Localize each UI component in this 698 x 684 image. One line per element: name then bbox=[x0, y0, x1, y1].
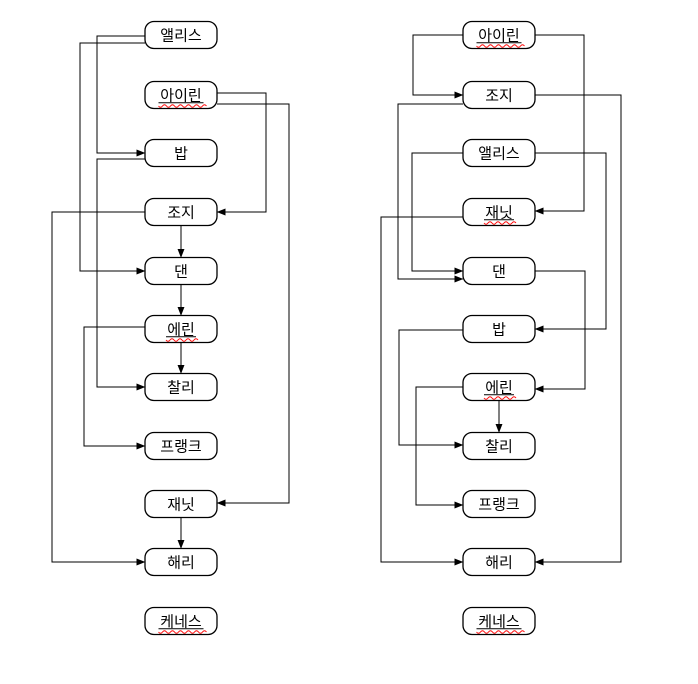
connector-arrow bbox=[96, 35, 146, 157]
spellcheck-squiggle-icon bbox=[476, 44, 525, 48]
connector-arrow bbox=[83, 326, 146, 450]
node-재닛[interactable]: 재닛 bbox=[144, 489, 218, 519]
node-케네스[interactable]: 케네스 bbox=[144, 606, 218, 636]
node-rect[interactable] bbox=[462, 256, 536, 286]
connector-arrow bbox=[534, 270, 586, 393]
node-label: 앨리스 bbox=[160, 28, 202, 45]
connector-arrow bbox=[397, 103, 464, 283]
node-프랭크[interactable]: 프랭크 bbox=[144, 431, 218, 461]
node-rect[interactable] bbox=[462, 606, 536, 636]
node-프랭크[interactable]: 프랭크 bbox=[462, 489, 536, 519]
node-에린[interactable]: 에린 bbox=[462, 372, 536, 402]
connector-arrow bbox=[216, 92, 267, 216]
node-해리[interactable]: 해리 bbox=[144, 547, 218, 577]
node-앨리스[interactable]: 앨리스 bbox=[462, 138, 536, 168]
connector-arrow bbox=[412, 34, 464, 99]
node-label: 댄 bbox=[492, 264, 506, 281]
connector-arrow bbox=[79, 42, 146, 275]
node-rect[interactable] bbox=[144, 138, 218, 168]
node-label: 케네스 bbox=[478, 614, 520, 631]
connector-arrow bbox=[534, 152, 607, 333]
connector-arrow bbox=[415, 386, 464, 509]
node-label: 재닛 bbox=[485, 205, 513, 222]
left-flowchart-connectors bbox=[51, 35, 290, 566]
node-label: 찰리 bbox=[485, 439, 513, 456]
connector-arrow bbox=[398, 329, 464, 449]
node-찰리[interactable]: 찰리 bbox=[462, 431, 536, 461]
node-label: 에린 bbox=[167, 322, 195, 339]
node-아이린[interactable]: 아이린 bbox=[462, 20, 536, 50]
node-댄[interactable]: 댄 bbox=[144, 256, 218, 286]
node-label: 아이린 bbox=[160, 88, 201, 105]
node-해리[interactable]: 해리 bbox=[462, 547, 536, 577]
node-찰리[interactable]: 찰리 bbox=[144, 372, 218, 402]
node-아이린[interactable]: 아이린 bbox=[144, 80, 218, 110]
node-조지[interactable]: 조지 bbox=[462, 80, 536, 110]
spellcheck-squiggle-icon bbox=[158, 630, 207, 634]
node-rect[interactable] bbox=[144, 20, 218, 50]
node-밥[interactable]: 밥 bbox=[144, 138, 218, 168]
spellcheck-squiggle-icon bbox=[158, 104, 207, 108]
connector-arrow bbox=[534, 34, 585, 215]
node-rect[interactable] bbox=[144, 80, 218, 110]
node-label: 조지 bbox=[485, 88, 513, 105]
connector-arrow bbox=[534, 94, 622, 566]
node-rect[interactable] bbox=[144, 314, 218, 344]
node-label: 찰리 bbox=[167, 380, 195, 397]
node-label: 에린 bbox=[485, 380, 513, 397]
node-label: 앨리스 bbox=[478, 146, 520, 163]
node-rect[interactable] bbox=[462, 489, 536, 519]
node-조지[interactable]: 조지 bbox=[144, 197, 218, 227]
node-rect[interactable] bbox=[144, 489, 218, 519]
right-flowchart-connectors bbox=[380, 34, 622, 566]
node-재닛[interactable]: 재닛 bbox=[462, 197, 536, 227]
node-label: 해리 bbox=[485, 555, 513, 572]
node-label: 댄 bbox=[174, 264, 188, 281]
node-label: 밥 bbox=[492, 322, 506, 339]
connector-arrow bbox=[51, 211, 146, 566]
node-rect[interactable] bbox=[462, 431, 536, 461]
node-rect[interactable] bbox=[462, 314, 536, 344]
node-rect[interactable] bbox=[462, 138, 536, 168]
node-rect[interactable] bbox=[462, 20, 536, 50]
node-label: 해리 bbox=[167, 555, 195, 572]
node-rect[interactable] bbox=[462, 547, 536, 577]
node-label: 프랭크 bbox=[478, 497, 519, 514]
spellcheck-squiggle-icon bbox=[483, 221, 517, 225]
node-label: 밥 bbox=[174, 146, 188, 163]
node-앨리스[interactable]: 앨리스 bbox=[144, 20, 218, 50]
spellcheck-squiggle-icon bbox=[476, 630, 525, 634]
connector-arrow bbox=[216, 103, 290, 507]
node-rect[interactable] bbox=[144, 197, 218, 227]
node-rect[interactable] bbox=[144, 372, 218, 402]
connector-arrow bbox=[96, 158, 146, 391]
node-밥[interactable]: 밥 bbox=[462, 314, 536, 344]
node-rect[interactable] bbox=[144, 547, 218, 577]
spellcheck-squiggle-icon bbox=[165, 338, 199, 342]
node-rect[interactable] bbox=[462, 372, 536, 402]
node-label: 케네스 bbox=[160, 614, 202, 631]
connector-arrow bbox=[411, 152, 464, 275]
node-댄[interactable]: 댄 bbox=[462, 256, 536, 286]
node-rect[interactable] bbox=[144, 431, 218, 461]
node-rect[interactable] bbox=[462, 197, 536, 227]
node-케네스[interactable]: 케네스 bbox=[462, 606, 536, 636]
node-label: 프랭크 bbox=[160, 439, 201, 456]
node-label: 아이린 bbox=[478, 28, 519, 45]
node-label: 조지 bbox=[167, 205, 195, 222]
node-label: 재닛 bbox=[167, 497, 195, 514]
node-에린[interactable]: 에린 bbox=[144, 314, 218, 344]
node-rect[interactable] bbox=[144, 256, 218, 286]
node-rect[interactable] bbox=[144, 606, 218, 636]
spellcheck-squiggle-icon bbox=[483, 396, 517, 400]
node-rect[interactable] bbox=[462, 80, 536, 110]
connector-arrow bbox=[380, 216, 464, 566]
